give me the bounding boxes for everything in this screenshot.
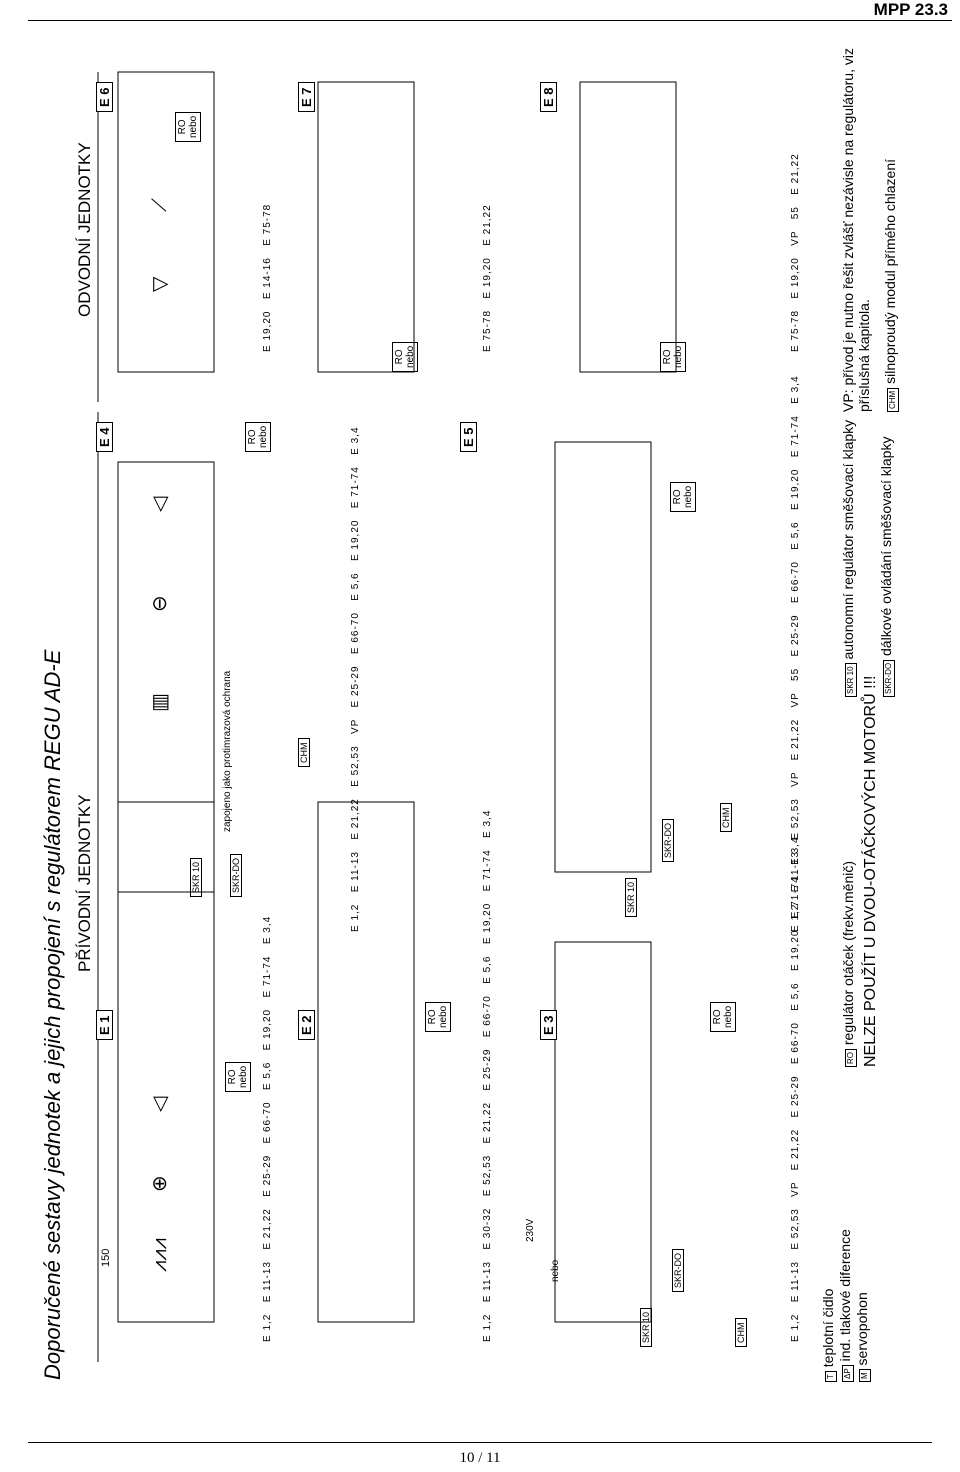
- unit-label-e8: E 8: [540, 82, 557, 112]
- skr-do-box-e3: SKR-DO: [672, 1248, 684, 1292]
- legend: T teplotní čidlo ΔP ind. tlakové diferen…: [820, 1229, 871, 1382]
- skr-do-icon: SKR-DO: [883, 659, 895, 697]
- codes-e1: E 1,2 E 11-13 E 21,22 E 25-29 E 66-70 E …: [262, 915, 273, 1342]
- page-number: 10 / 11: [459, 1450, 501, 1466]
- codes-e6: E 19,20 E 14-16 E 75-78: [262, 203, 273, 352]
- unit-label-e5: E 5: [460, 422, 477, 452]
- damper-icon: ⟋: [149, 198, 171, 212]
- unit-label-e1: E 1: [96, 1010, 113, 1040]
- legend-item-pressure: ΔP ind. tlakové diference: [837, 1229, 854, 1382]
- skr-box-e5: SKR 10: [625, 877, 637, 917]
- recuperator-icon: ⊖: [149, 595, 171, 612]
- unit-label-e6: E 6: [96, 82, 113, 112]
- pump-icon: ⊕: [149, 1175, 171, 1192]
- fan-icon-e4: ◁: [149, 496, 171, 512]
- codes-e5: E 1,2 E 11-13 E 52,53 VP E 21,22 VP 55 E…: [790, 375, 801, 932]
- legend-skr: SKR 10 autonomní regulátor směšovací kla…: [840, 420, 857, 697]
- legend-chm: CHM silnoproudý modul přímého chlazení: [882, 159, 899, 412]
- codes-e7: E 75-78 E 19,20 E 21,22: [482, 204, 493, 352]
- codes-e8: E 75-78 E 19,20 VP 55 E 21,22: [790, 153, 801, 352]
- legend-item-temp: T teplotní čidlo: [820, 1229, 837, 1382]
- heater-coil-icon: ⩘⩘⩘: [149, 1238, 171, 1272]
- frost-note: zapojeno jako protimrazová ochrana: [222, 670, 233, 832]
- skr-box-e3: SKR 10: [640, 1307, 652, 1347]
- skr-do-box-e5: SKR-DO: [662, 818, 674, 862]
- legend-item-actuator: M servopohon: [854, 1229, 871, 1382]
- pressure-icon: ΔP: [842, 1365, 854, 1382]
- skr-icon: SKR 10: [845, 663, 857, 697]
- actuator-icon: M: [859, 1369, 871, 1382]
- fan-icon-e6: ▽: [149, 276, 171, 292]
- nebo-label-e3: nebo: [550, 1259, 561, 1282]
- chm-icon: CHM: [887, 387, 899, 412]
- codes-e4: E 1,2 E 11-13 E 21,22 E 52,53 VP E 25-29…: [350, 426, 361, 932]
- document-code: MPP 23.3: [873, 0, 948, 19]
- legend-ro: RO regulátor otáček (frekv.měnič): [840, 861, 857, 1067]
- ro-icon: RO: [845, 1049, 857, 1067]
- codes-e2: E 1,2 E 11-13 E 30-32 E 52,53 E 21,22 E …: [482, 809, 493, 1342]
- unit-label-e4: E 4: [96, 422, 113, 452]
- voltage-label: 230V: [525, 1218, 536, 1242]
- chm-box-e3: CHM: [735, 1318, 747, 1347]
- filter-icon: ▥: [149, 693, 171, 712]
- top-rule: [28, 20, 952, 21]
- legend-skr-do: SKR-DO dálkové ovládání směšovací klapky: [878, 437, 895, 697]
- bottom-rule: [28, 1442, 932, 1443]
- value-150: 150: [100, 1248, 112, 1267]
- unit-label-e3: E 3: [540, 1010, 557, 1040]
- fan-icon: ◁: [149, 1096, 171, 1112]
- vp-note: VP: přívod je nutno řešit zvlášť nezávis…: [840, 48, 872, 412]
- skr-box-e4: SKR 10: [190, 857, 202, 897]
- temp-sensor-icon: T: [825, 1371, 837, 1382]
- skr-do-box-e4: SKR-DO: [230, 853, 242, 897]
- chm-box-e5: CHM: [720, 803, 732, 832]
- unit-label-e7: E 7: [298, 82, 315, 112]
- unit-label-e2: E 2: [298, 1010, 315, 1040]
- chm-box-e4: CHM: [298, 738, 310, 767]
